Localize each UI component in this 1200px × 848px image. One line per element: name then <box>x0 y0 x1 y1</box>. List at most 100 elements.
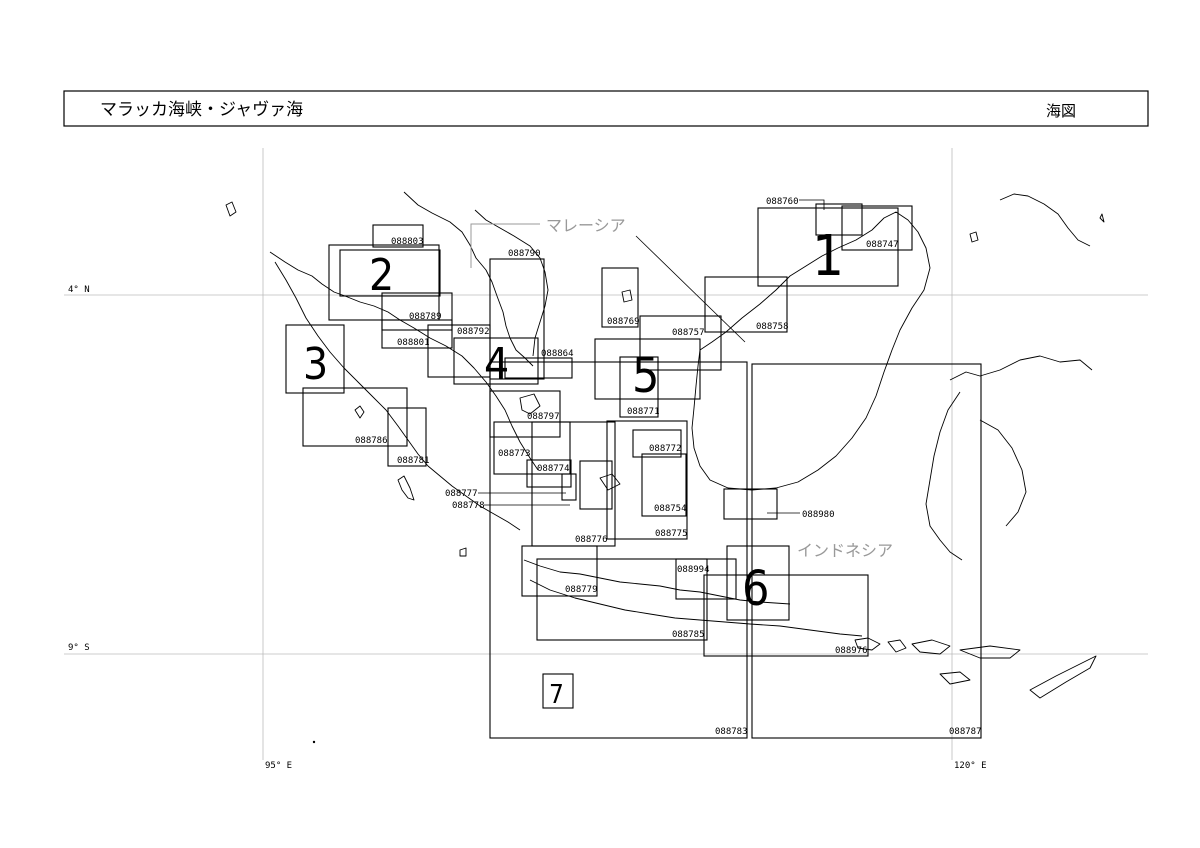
chart-box-088775[interactable]: 088775 <box>606 420 688 540</box>
chart-box-r6-frame[interactable] <box>726 545 790 621</box>
small-island-a <box>459 547 467 557</box>
simeulue-island <box>225 201 237 217</box>
chart-box-088864[interactable]: 088864 <box>453 337 574 385</box>
chart-label-088803: 088803 <box>391 237 424 247</box>
chart-label-088747: 088747 <box>866 240 899 250</box>
karimata-island <box>621 289 633 303</box>
nias-island <box>354 405 365 419</box>
chart-box-088801[interactable]: 088801 <box>381 319 453 349</box>
lat-label-4n: 4° N <box>68 285 90 295</box>
chart-label-088976: 088976 <box>835 646 868 656</box>
chart-box-088792[interactable]: 088792 <box>427 324 491 378</box>
chart-label-088994: 088994 <box>677 565 710 575</box>
chart-label-088781: 088781 <box>397 456 430 466</box>
region-number-2: 2 <box>369 250 394 301</box>
sumbawa-island <box>911 639 951 655</box>
small-island-c <box>1099 213 1105 223</box>
chart-box-088789[interactable]: 088789 <box>381 292 453 331</box>
header-bar: マラッカ海峡・ジャヴァ海 海図 <box>63 90 1149 127</box>
country-labels: マレーシア インドネシア <box>470 216 893 560</box>
leader-088760 <box>799 199 825 210</box>
bangka-island <box>519 393 541 415</box>
header-category-label: 海図 <box>1046 102 1076 120</box>
region-number-7: 7 <box>549 680 564 710</box>
chart-label-088783: 088783 <box>715 727 748 737</box>
chart-label-088786: 088786 <box>355 436 388 446</box>
chart-box-088754[interactable]: 088754 <box>641 453 687 517</box>
java-coast <box>523 559 863 637</box>
borneo-coast <box>691 211 931 491</box>
chart-box-088757[interactable]: 088757 <box>639 315 722 371</box>
region-numbers: 1 2 3 4 5 6 7 <box>303 224 844 710</box>
chart-box-r3-frame[interactable] <box>285 324 408 447</box>
chart-box-088747[interactable]: 088747 <box>841 205 913 251</box>
chart-box-088771[interactable]: 088771 <box>619 356 660 418</box>
lon-label-120e: 120° E <box>954 761 987 771</box>
chart-label-088760: 088760 <box>766 197 799 207</box>
chart-label-088801: 088801 <box>397 338 430 348</box>
sumba-island <box>939 671 971 685</box>
malay-peninsula-coast <box>403 191 549 367</box>
region-frames: 088783 088787 <box>489 361 982 739</box>
chart-box-088778[interactable]: 088778 <box>452 460 613 511</box>
lon-label-95e: 95° E <box>265 761 292 771</box>
lat-label-9s: 9° S <box>68 643 90 653</box>
bali-island <box>854 637 881 651</box>
sulawesi-coast <box>925 355 1093 561</box>
chart-label-088771: 088771 <box>627 407 660 417</box>
chart-label-088779: 088779 <box>565 585 598 595</box>
chart-label-088757: 088757 <box>672 328 705 338</box>
chart-box-088994[interactable]: 088994 <box>675 558 737 600</box>
chart-label-088778: 088778 <box>452 501 485 511</box>
region-number-4: 4 <box>484 339 509 390</box>
chart-label-088864: 088864 <box>541 349 574 359</box>
lombok-island <box>887 639 907 653</box>
region-number-5: 5 <box>632 348 659 404</box>
chart-box-088803[interactable]: 088803 <box>372 224 424 248</box>
page-title: マラッカ海峡・ジャヴァ海 <box>100 100 303 120</box>
chart-label-088772: 088772 <box>649 444 682 454</box>
chart-box-r1-frame[interactable] <box>757 207 899 287</box>
chart-label-088785: 088785 <box>672 630 705 640</box>
chart-box-088779[interactable]: 088779 <box>521 545 598 597</box>
chart-box-r7-marker[interactable] <box>542 673 574 709</box>
leader-malaysia-west <box>470 223 540 268</box>
chart-box-088980[interactable]: 088980 <box>723 488 835 520</box>
chart-box-088786[interactable]: 088786 <box>355 436 388 446</box>
region-number-6: 6 <box>742 561 769 617</box>
sumatra-coast <box>269 251 539 531</box>
chart-label-088769: 088769 <box>607 317 640 327</box>
chart-label-088790: 088790 <box>508 249 541 259</box>
chart-box-088758[interactable]: 088758 <box>704 276 789 333</box>
chart-label-088754: 088754 <box>654 504 687 514</box>
mindanao-coast <box>999 193 1091 247</box>
chart-label-088797: 088797 <box>527 412 560 422</box>
chart-label-088775: 088775 <box>655 529 688 539</box>
chart-label-088776: 088776 <box>575 535 608 545</box>
timor-island <box>1029 655 1097 699</box>
chart-box-088790[interactable]: 088790 <box>489 249 545 380</box>
chart-box-088760[interactable]: 088760 <box>766 197 863 236</box>
country-label-indonesia: インドネシア <box>797 541 893 560</box>
belitung-island <box>599 473 621 491</box>
chart-box-088783[interactable]: 088783 <box>489 361 748 739</box>
header-frame <box>63 90 1149 127</box>
chart-box-088976[interactable]: 088976 <box>703 574 869 657</box>
chart-box-088776[interactable]: 088776 <box>531 421 616 547</box>
mentawai-island <box>397 475 415 501</box>
chart-box-r5-frame[interactable] <box>594 338 701 400</box>
chart-label-088792: 088792 <box>457 327 490 337</box>
chart-box-088777[interactable]: 088777 <box>445 473 577 501</box>
chart-label-088777: 088777 <box>445 489 478 499</box>
chart-boxes: 088760 088747 088758 088803 088790 08 <box>285 197 913 709</box>
chart-label-088980: 088980 <box>802 510 835 520</box>
chart-label-088758: 088758 <box>756 322 789 332</box>
chart-box-088772[interactable]: 088772 <box>632 429 682 458</box>
chart-box-088797[interactable]: 088797 <box>489 390 561 438</box>
chart-label-088774: 088774 <box>537 464 570 474</box>
chart-box-088769[interactable]: 088769 <box>601 267 640 328</box>
chart-box-088787[interactable]: 088787 <box>751 363 982 739</box>
chart-box-088781[interactable]: 088781 <box>387 407 430 467</box>
leader-malaysia-east <box>635 235 746 343</box>
